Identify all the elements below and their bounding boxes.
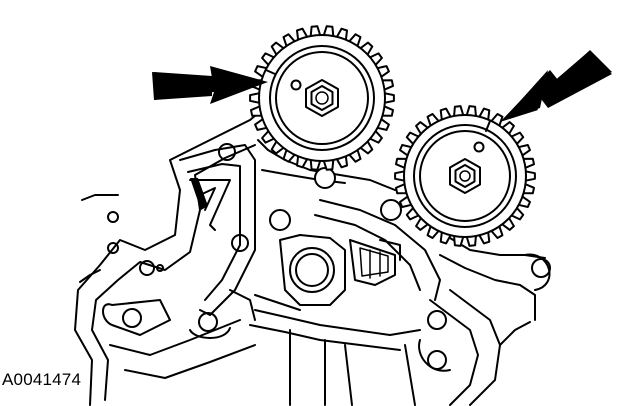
engine-front-cover	[74, 109, 551, 406]
right-pointer-arrow	[500, 50, 612, 122]
left-pointer-arrow	[152, 66, 268, 104]
figure-id-label: A0041474	[2, 370, 82, 389]
right-timing-sprocket	[394, 105, 536, 247]
timing-mark-hole	[290, 79, 302, 91]
timing-mark-hole	[473, 141, 485, 153]
left-timing-sprocket	[249, 25, 395, 171]
